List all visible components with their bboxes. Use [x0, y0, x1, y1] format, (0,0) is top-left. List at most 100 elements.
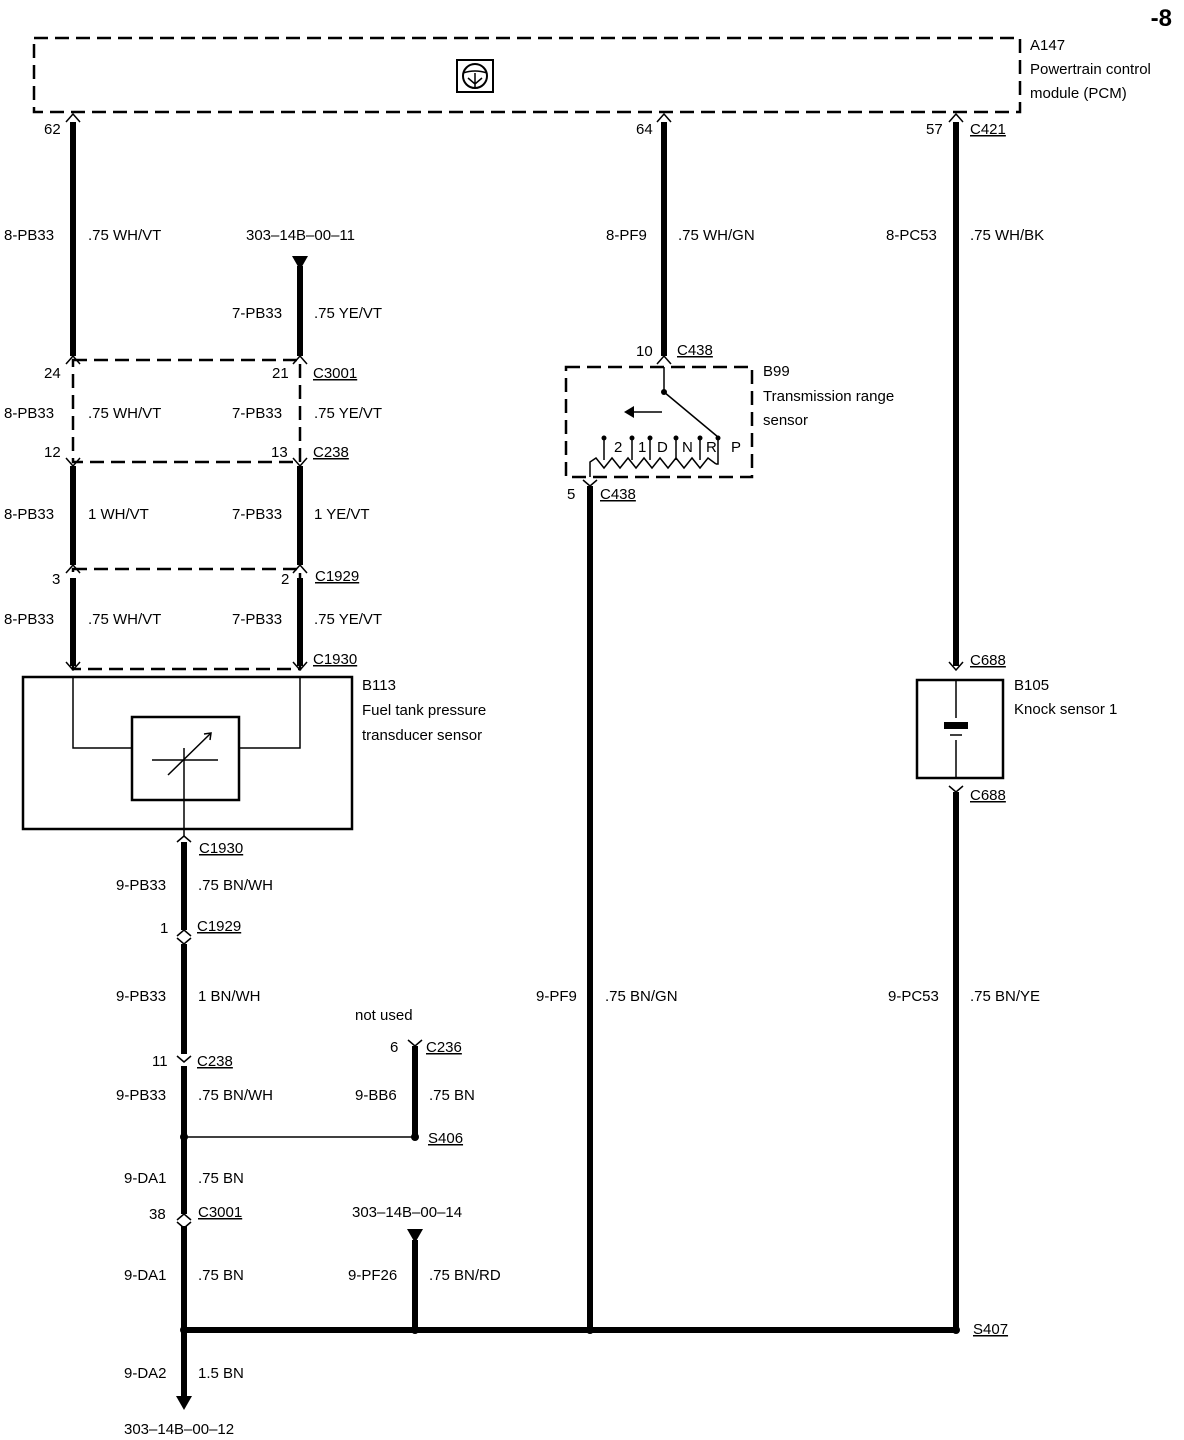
- b105-id: B105: [1014, 677, 1049, 694]
- w8-code: 7-PB33: [232, 611, 282, 628]
- pcm-name-line2: module (PCM): [1030, 85, 1127, 102]
- w6-code: 7-PB33: [232, 506, 282, 523]
- trs-pos-2: 2: [614, 439, 622, 456]
- knock-sensor-icon: [944, 680, 968, 778]
- w14-code: 9-BB6: [355, 1087, 397, 1104]
- connector-chevrons-c3: [176, 835, 192, 1229]
- b99-sensor-box: [564, 365, 754, 479]
- conn-c3001-a: C3001: [313, 365, 357, 382]
- w4-spec: .75 YE/VT: [314, 405, 382, 422]
- pin-24: 24: [44, 365, 61, 382]
- ref-303-14b-00-11: 303–14B–00–11: [246, 227, 355, 244]
- connector-chevrons-c1: [65, 112, 81, 672]
- trs-pos-1: 1: [638, 439, 646, 456]
- w6-spec: 1 YE/VT: [314, 506, 370, 523]
- w8-spec: .75 YE/VT: [314, 611, 382, 628]
- connector-chevrons-c4: [656, 112, 672, 365]
- w17-spec: .75 BN/RD: [429, 1267, 501, 1284]
- conn-c438-a: C438: [677, 342, 713, 359]
- w3-code: 8-PB33: [4, 405, 54, 422]
- w19-code: 9-PF9: [536, 988, 577, 1005]
- conn-c238-b: C238: [197, 1053, 233, 1070]
- pin-2: 2: [281, 571, 289, 588]
- w7-code: 8-PB33: [4, 611, 54, 628]
- w15-code: 9-DA1: [124, 1170, 167, 1187]
- pin-62: 62: [44, 121, 61, 138]
- conn-c1930-b: C1930: [199, 840, 243, 857]
- splice-dot: [180, 1326, 188, 1334]
- w1-spec: .75 WH/VT: [88, 227, 161, 244]
- connector-chevron-c688: [948, 785, 964, 793]
- w7-spec: .75 WH/VT: [88, 611, 161, 628]
- pcm-name-line1: Powertrain control: [1030, 61, 1151, 78]
- w18-code: 9-DA2: [124, 1365, 167, 1382]
- pcm-module: [32, 36, 1022, 114]
- splice-s406: S406: [428, 1130, 463, 1147]
- w1-code: 8-PB33: [4, 227, 54, 244]
- w13-spec: .75 BN/WH: [198, 1087, 273, 1104]
- b113-name-line1: Fuel tank pressure: [362, 702, 486, 719]
- page-number: -8: [1151, 5, 1172, 32]
- w9-code: 8-PF9: [606, 227, 647, 244]
- b105-sensor-box: [915, 678, 1005, 780]
- w20-spec: .75 BN/YE: [970, 988, 1040, 1005]
- b113-name-line2: transducer sensor: [362, 727, 482, 744]
- w4-code: 7-PB33: [232, 405, 282, 422]
- pin-10: 10: [636, 343, 653, 360]
- connector-chevron-c438: [582, 479, 598, 487]
- conn-c688-a: C688: [970, 652, 1006, 669]
- conn-c421: C421: [970, 121, 1006, 138]
- b99-id: B99: [763, 363, 790, 380]
- w17-code: 9-PF26: [348, 1267, 397, 1284]
- conn-c238-a: C238: [313, 444, 349, 461]
- connector-chevrons-c5: [948, 112, 964, 672]
- pin-5: 5: [567, 486, 575, 503]
- connector-block-c1929-c1930: [71, 567, 302, 671]
- w16-code: 9-DA1: [124, 1267, 167, 1284]
- w14-spec: .75 BN: [429, 1087, 475, 1104]
- splice-s407: S407: [973, 1321, 1008, 1338]
- w20-code: 9-PC53: [888, 988, 939, 1005]
- pin-3: 3: [52, 571, 60, 588]
- variable-resistor-icon: [152, 732, 218, 836]
- ref-arrow-11: [292, 256, 308, 270]
- w2-spec: .75 YE/VT: [314, 305, 382, 322]
- w19-spec: .75 BN/GN: [605, 988, 678, 1005]
- pin-13: 13: [271, 444, 288, 461]
- b113-element: [130, 715, 241, 802]
- w5-spec: 1 WH/VT: [88, 506, 149, 523]
- ref-arrow-12: [176, 1396, 192, 1410]
- note-not-used: not used: [355, 1007, 413, 1024]
- w16-spec: .75 BN: [198, 1267, 244, 1284]
- pin-11: 11: [152, 1053, 168, 1070]
- conn-c236: C236: [426, 1039, 462, 1056]
- pin-38: 38: [149, 1206, 166, 1223]
- w13-code: 9-PB33: [116, 1087, 166, 1104]
- b113-sensor-box: [21, 675, 354, 831]
- pin-64: 64: [636, 121, 653, 138]
- w12-code: 9-PB33: [116, 988, 166, 1005]
- wire-pb33-wh: [70, 122, 132, 749]
- pin-12: 12: [44, 444, 61, 461]
- w12-spec: 1 BN/WH: [198, 988, 261, 1005]
- ref-303-14b-00-14: 303–14B–00–14: [352, 1204, 462, 1221]
- pin-21: 21: [272, 365, 289, 382]
- w11-spec: .75 BN/WH: [198, 877, 273, 894]
- w2-code: 7-PB33: [232, 305, 282, 322]
- trs-pos-n: N: [682, 439, 693, 456]
- connector-chevron-c236: [407, 1039, 423, 1047]
- trs-pos-r: R: [706, 439, 717, 456]
- splice-dot: [411, 1326, 419, 1334]
- w10-code: 8-PC53: [886, 227, 937, 244]
- w11-code: 9-PB33: [116, 877, 166, 894]
- splice-dot: [180, 1133, 188, 1141]
- conn-c1929-a: C1929: [315, 568, 359, 585]
- ref-arrow-14: [407, 1229, 423, 1243]
- ref-303-14b-00-12: 303–14B–00–12: [124, 1421, 234, 1438]
- pin-1: 1: [160, 920, 168, 937]
- b99-name-line2: sensor: [763, 412, 808, 429]
- pin-57: 57: [926, 121, 943, 138]
- splice-dot: [411, 1133, 419, 1141]
- w10-spec: .75 WH/BK: [970, 227, 1044, 244]
